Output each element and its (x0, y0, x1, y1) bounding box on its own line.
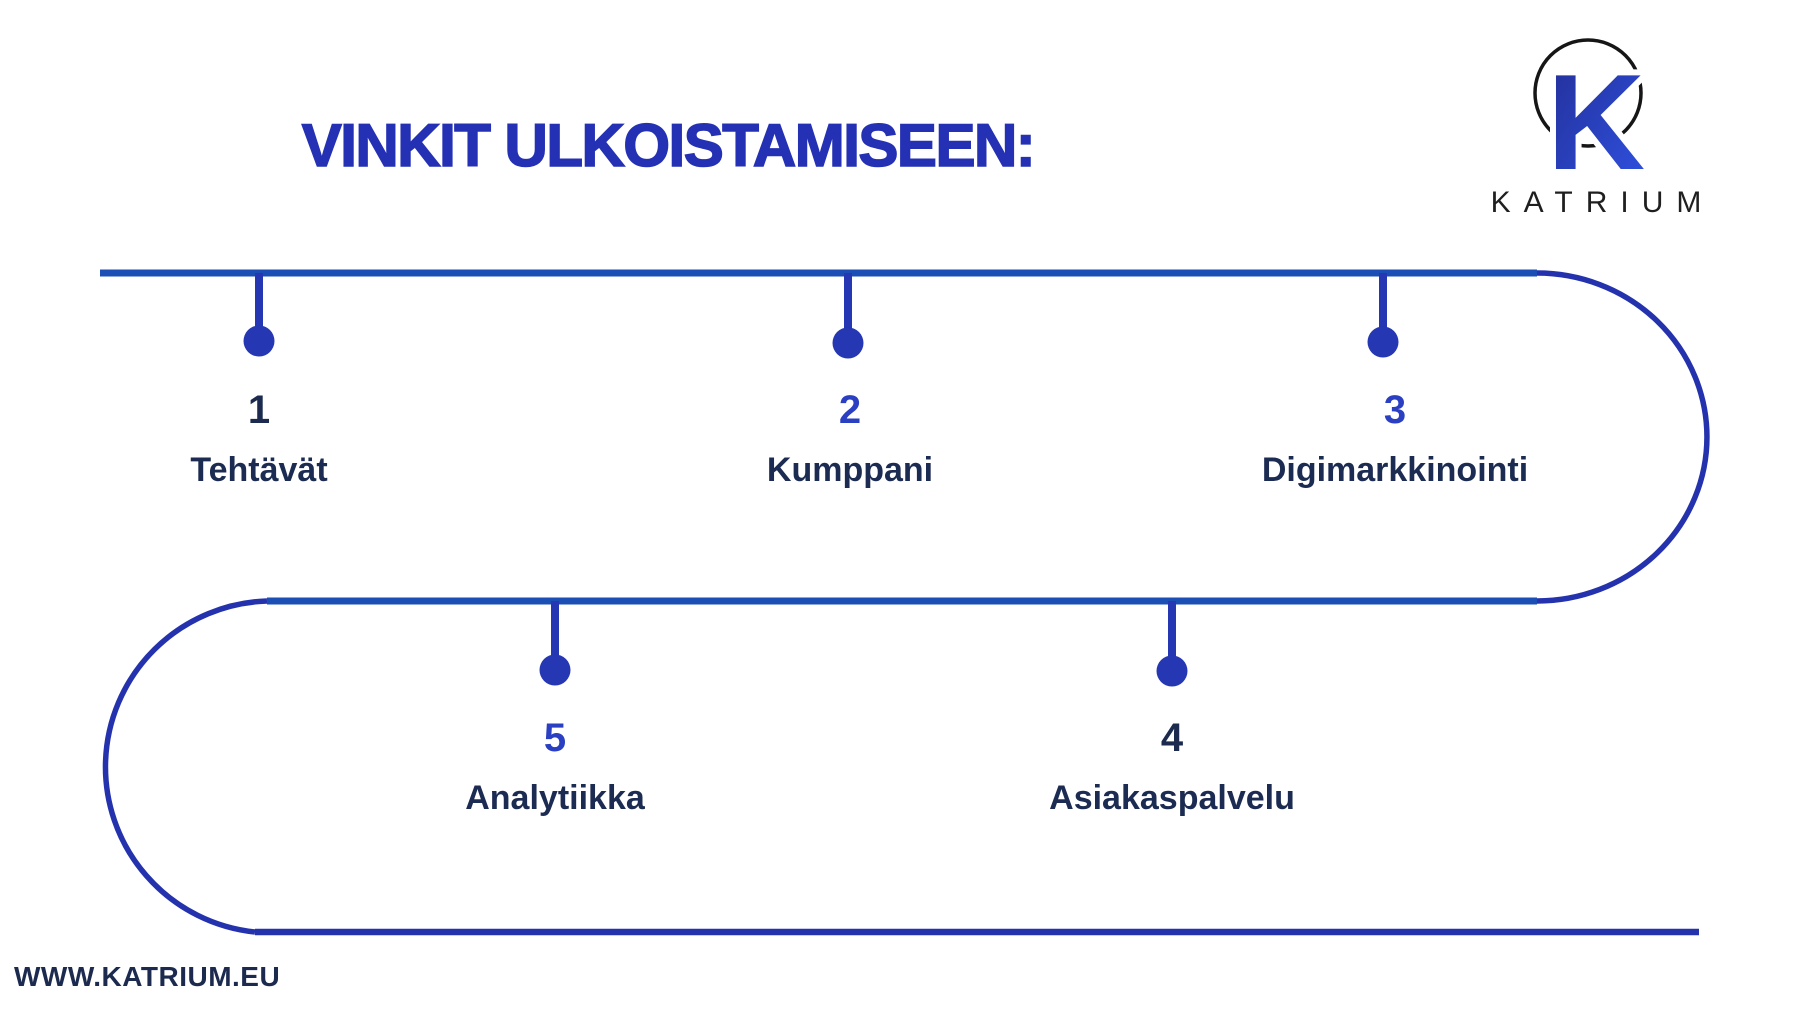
step-3-label: Digimarkkinointi (1261, 451, 1529, 489)
step-4-number: 4 (1160, 716, 1184, 760)
step-1-dot (243, 325, 275, 357)
step-4: 4 Asiakaspalvelu (1049, 718, 1295, 818)
step-3: 3 Digimarkkinointi (1262, 390, 1528, 490)
step-5: 5 Analytiikka (465, 718, 645, 818)
timeline-left-curve (102, 598, 268, 935)
step-2: 2 Kumppani (767, 390, 933, 490)
step-4-dot (1156, 655, 1188, 687)
step-3-number: 3 (1383, 388, 1407, 432)
step-stems (255, 273, 1387, 662)
step-1: 1 Tehtävät (190, 390, 327, 490)
timeline-right-curve (1536, 270, 1710, 604)
logo-ring-icon (1533, 38, 1643, 148)
step-5-dot (539, 654, 571, 686)
step-3-dot (1367, 326, 1399, 358)
step-5-number: 5 (543, 716, 567, 760)
page-title: VINKIT ULKOISTAMISEEN: (301, 112, 1037, 179)
website-url: WWW.KATRIUM.EU (14, 961, 281, 992)
step-2-dot (832, 327, 864, 359)
step-1-label: Tehtävät (190, 451, 328, 489)
step-2-number: 2 (838, 388, 862, 432)
katrium-logo-mark: K (1533, 38, 1651, 204)
logo-brand-text: KATRIUM (1490, 186, 1715, 219)
step-2-label: Kumppani (766, 451, 934, 489)
katrium-logo: K KATRIUM (1470, 30, 1722, 260)
step-1-number: 1 (247, 388, 271, 432)
step-4-label: Asiakaspalvelu (1049, 779, 1295, 817)
logo-k-monogram: K (1547, 46, 1645, 198)
step-5-label: Analytiikka (465, 779, 645, 817)
